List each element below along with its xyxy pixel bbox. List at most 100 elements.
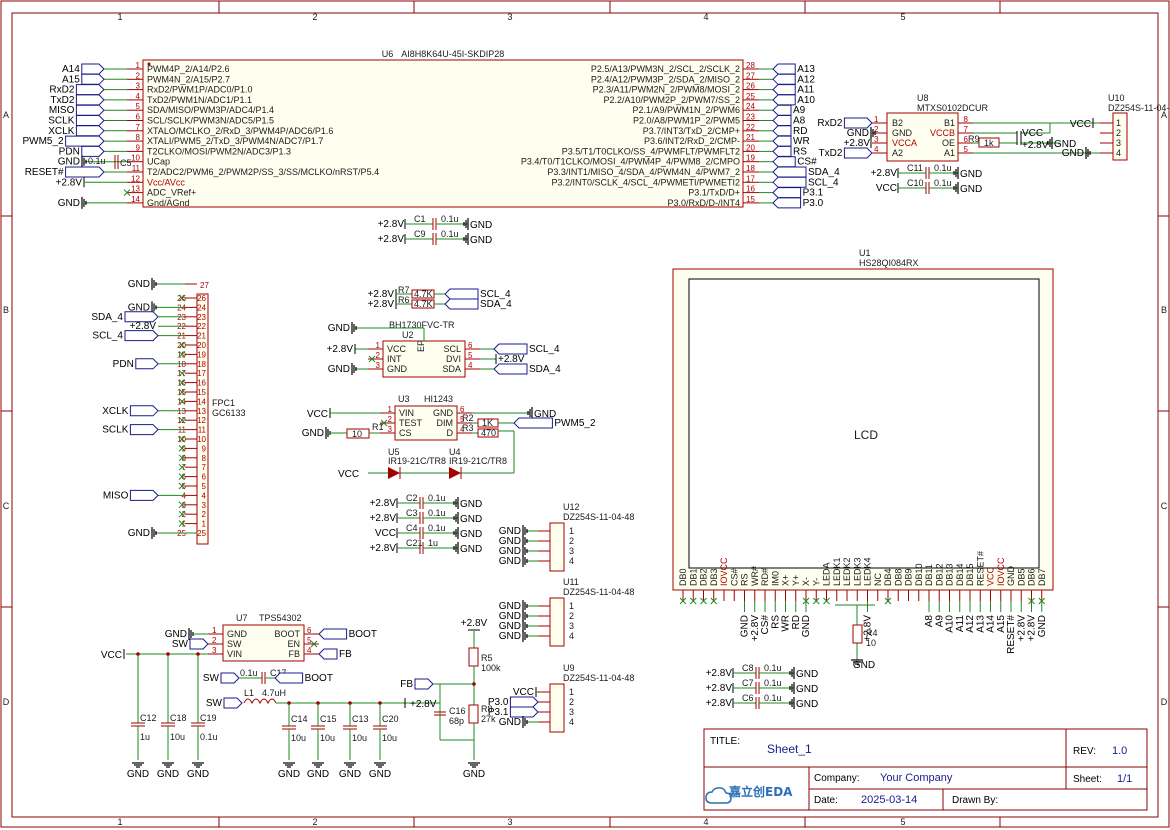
fpc-net-pdn[interactable]: PDN [113, 358, 159, 370]
lcd-pin-name: DB5 [1016, 568, 1026, 586]
pin-number: 3 [874, 135, 879, 144]
net-flag-sda_4[interactable]: SDA_4 [772, 166, 840, 178]
net-flag-miso[interactable]: MISO [49, 104, 105, 116]
net-flag-sda_4[interactable]: SDA_4 [493, 363, 561, 375]
net-flag-p3.1[interactable]: P3.1 [772, 187, 824, 199]
net-flag-sw-l1[interactable]: SW [206, 697, 243, 709]
net-label: A12 [797, 74, 815, 85]
pin-number: 17 [746, 174, 755, 183]
ground-symbol: GND [328, 363, 357, 375]
net-flag-sw[interactable]: SW [172, 638, 209, 650]
net-flag-rxd2[interactable]: RxD2 [49, 84, 105, 96]
net-flag-pwm5-2[interactable]: PWM5_2 [513, 417, 596, 429]
net-flag-rxd2[interactable]: RxD2 [817, 117, 873, 129]
c5-value: 0.1u [88, 156, 106, 166]
net-flag-txd2[interactable]: TxD2 [818, 147, 873, 159]
net-flag-a15[interactable]: A15 [62, 73, 105, 85]
fpc-net-sclk[interactable]: SCLK [102, 424, 159, 436]
cap-ref: C17 [270, 668, 287, 678]
net-flag-reset#[interactable]: RESET# [25, 166, 105, 178]
net-flag-boot-c17[interactable]: BOOT [274, 672, 333, 684]
net-flag-boot[interactable]: BOOT [318, 628, 377, 640]
no-connect-marker [123, 189, 131, 196]
ir-leds[interactable]: U5 IR19-21C/TR8 U4 IR19-21C/TR8 VCC [338, 430, 515, 480]
net-flag-fb-divider[interactable]: FB [400, 678, 434, 690]
ground-label: GND [460, 544, 482, 555]
net-flag-scl_4[interactable]: SCL_4 [493, 343, 560, 355]
lcd-pin-name: RS [740, 573, 750, 586]
u7-vcc: VCC [101, 650, 122, 661]
net-flag-scl_4[interactable]: SCL_4 [444, 288, 511, 300]
fpc-net-scl4[interactable]: SCL_4 [92, 330, 159, 342]
net-flag-a11[interactable]: A11 [772, 84, 815, 96]
net-flag-pdn[interactable]: PDN [59, 145, 105, 157]
c5-capacitor[interactable]: C5 0.1u [88, 155, 132, 169]
fpc-net-xclk[interactable]: XCLK [102, 405, 159, 417]
net-flag-sw-c17[interactable]: SW [203, 672, 240, 684]
net-flag-rs[interactable]: RS [772, 145, 807, 157]
r4-resistor[interactable]: R4 10 [852, 624, 878, 648]
net-flag-a9[interactable]: A9 [772, 104, 806, 116]
net-flag-scl_4[interactable]: SCL_4 [772, 176, 839, 188]
net-flag-wr[interactable]: WR [772, 135, 810, 147]
ground-label: GND [499, 717, 521, 728]
net-flag-pwm5_2[interactable]: PWM5_2 [22, 135, 105, 147]
lcd-label: LCD [854, 428, 878, 442]
net-flag-xclk[interactable]: XCLK [48, 125, 105, 137]
net-flag-sclk[interactable]: SCLK [48, 115, 105, 127]
net-flag-p3.0[interactable]: P3.0 [488, 696, 539, 708]
net-flag-cs#[interactable]: CS# [772, 156, 817, 168]
pin-headers[interactable]: U12DZ254S-11-04-481GND2GND3GND4GNDU11DZ2… [488, 502, 635, 733]
net-flag-fb[interactable]: FB [318, 648, 352, 660]
net-flag-sda_4[interactable]: SDA_4 [444, 298, 512, 310]
net-flag-a12[interactable]: A12 [772, 73, 815, 85]
lceda-logo: 嘉立创EDA [705, 784, 793, 804]
fpc1-connector[interactable]: FPC1 GC6133 27GND26262424232322222121202… [91, 278, 246, 545]
net-flag-rd[interactable]: RD [772, 125, 807, 137]
net-flag-a13[interactable]: A13 [772, 63, 815, 75]
power-net: +2.8V [706, 668, 733, 679]
net-flag-a8[interactable]: A8 [772, 115, 806, 127]
fpc-net-miso[interactable]: MISO [103, 489, 159, 501]
net-flag-txd2[interactable]: TxD2 [50, 94, 105, 106]
net-flag-a14[interactable]: A14 [62, 63, 105, 75]
net-flag-a10[interactable]: A10 [772, 94, 815, 106]
lcd-pin-name: IM0 [770, 571, 780, 586]
net-flag-p3.1[interactable]: P3.1 [488, 706, 539, 718]
fpc-net-sda4[interactable]: SDA_4 [91, 311, 159, 323]
net-flag-p3.0[interactable]: P3.0 [772, 197, 824, 209]
pin-number: 2 [212, 636, 217, 645]
net-label: A15 [62, 74, 80, 85]
